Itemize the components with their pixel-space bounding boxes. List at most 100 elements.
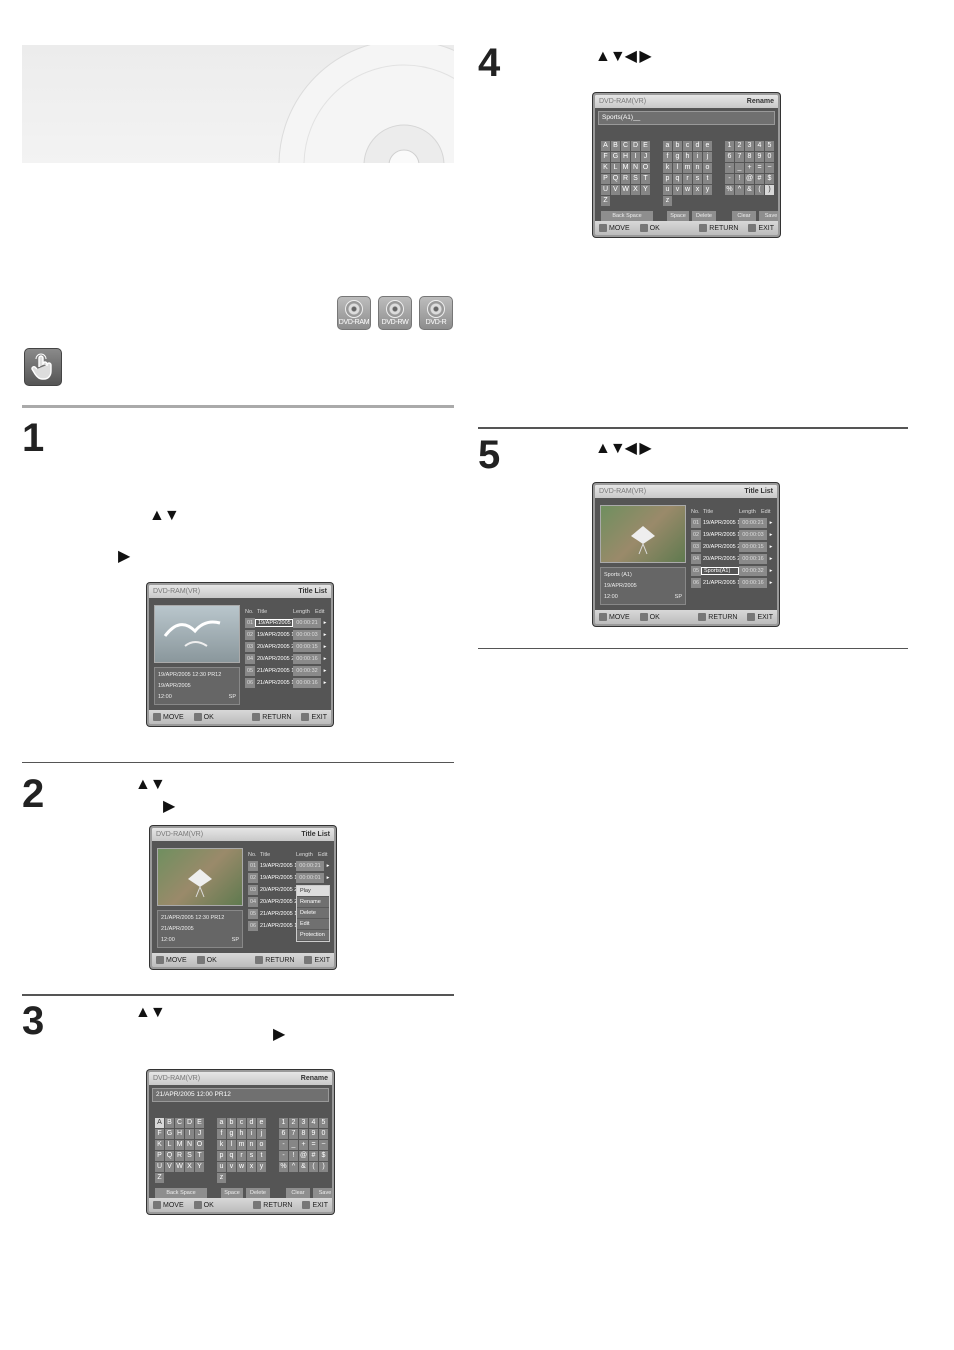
keyboard-key[interactable]: 1 [725,141,734,151]
keyboard-key[interactable]: w [237,1162,246,1172]
keyboard-key[interactable]: M [621,163,630,173]
keyboard-key[interactable]: K [155,1140,164,1150]
menu-item-rename[interactable]: Rename [297,897,329,908]
keyboard-key[interactable]: 6 [279,1129,288,1139]
keyboard-key[interactable]: v [227,1162,236,1172]
keyboard-key[interactable]: - [725,163,734,173]
keyboard-key[interactable]: r [237,1151,246,1161]
keyboard-key[interactable]: Z [155,1173,164,1183]
keyboard-key[interactable]: e [257,1118,266,1128]
keyboard-key[interactable]: O [641,163,650,173]
keyboard-key[interactable]: ) [319,1162,328,1172]
keyboard-key[interactable]: L [165,1140,174,1150]
keyboard-key[interactable]: V [611,185,620,195]
keyboard-key[interactable]: ~ [319,1140,328,1150]
keyboard-key[interactable]: I [185,1129,194,1139]
keyboard-key[interactable]: r [683,174,692,184]
keyboard-key[interactable]: h [683,152,692,162]
keyboard-key[interactable]: N [185,1140,194,1150]
keyboard-key[interactable]: X [631,185,640,195]
keyboard-key[interactable]: ( [309,1162,318,1172]
keyboard-key[interactable]: q [673,174,682,184]
keyboard-key[interactable]: n [693,163,702,173]
keyboard-key[interactable]: ! [289,1151,298,1161]
keyboard-key[interactable]: j [703,152,712,162]
keyboard-key[interactable]: p [217,1151,226,1161]
keyboard-key[interactable]: $ [319,1151,328,1161]
keyboard-key[interactable]: i [693,152,702,162]
keyboard-key[interactable]: P [601,174,610,184]
keyboard-key[interactable]: ^ [735,185,744,195]
keyboard-key[interactable]: Q [165,1151,174,1161]
menu-item-play[interactable]: Play [297,886,329,897]
keyboard-key[interactable]: t [257,1151,266,1161]
keyboard-key[interactable]: @ [745,174,754,184]
keyboard-key[interactable]: y [703,185,712,195]
keyboard-key[interactable]: i [247,1129,256,1139]
keyboard-key[interactable]: & [299,1162,308,1172]
keyboard-key[interactable]: A [601,141,610,151]
keyboard-key[interactable]: k [663,163,672,173]
keyboard-key[interactable]: B [611,141,620,151]
keyboard-key[interactable]: W [175,1162,184,1172]
keyboard-key[interactable]: s [247,1151,256,1161]
keyboard-key[interactable]: P [155,1151,164,1161]
keyboard-key[interactable]: ~ [765,163,774,173]
keyboard-key[interactable]: & [745,185,754,195]
menu-item-edit[interactable]: Edit [297,919,329,930]
keyboard-key[interactable]: 3 [299,1118,308,1128]
keyboard-key[interactable]: - [279,1140,288,1150]
keyboard-key[interactable]: 5 [319,1118,328,1128]
back-space-button[interactable]: Back Space [601,211,653,221]
keyboard-key[interactable]: - [725,174,734,184]
keyboard-key[interactable]: Y [195,1162,204,1172]
keyboard-key[interactable]: z [663,196,672,206]
keyboard-key[interactable]: = [755,163,764,173]
keyboard-key[interactable]: 1 [279,1118,288,1128]
keyboard-key[interactable]: y [257,1162,266,1172]
keyboard-key[interactable]: G [611,152,620,162]
keyboard-key[interactable]: G [165,1129,174,1139]
keyboard-key[interactable]: x [247,1162,256,1172]
keyboard-key[interactable]: X [185,1162,194,1172]
keyboard-key[interactable]: 9 [755,152,764,162]
keyboard-key[interactable]: D [631,141,640,151]
clear-button[interactable]: Clear [286,1188,310,1198]
keyboard-key[interactable]: d [247,1118,256,1128]
keyboard-key[interactable]: q [227,1151,236,1161]
keyboard-key[interactable]: u [663,185,672,195]
clear-button[interactable]: Clear [732,211,756,221]
keyboard-key[interactable]: g [673,152,682,162]
keyboard-key[interactable]: g [227,1129,236,1139]
keyboard-key[interactable]: W [621,185,630,195]
keyboard-key[interactable]: R [621,174,630,184]
keyboard-key[interactable]: J [195,1129,204,1139]
keyboard-key[interactable]: _ [735,163,744,173]
keyboard-key[interactable]: o [703,163,712,173]
keyboard-key[interactable]: 2 [735,141,744,151]
space-button[interactable]: Space [221,1188,243,1198]
keyboard-key[interactable]: M [175,1140,184,1150]
keyboard-key[interactable]: 4 [309,1118,318,1128]
keyboard-key[interactable]: o [257,1140,266,1150]
keyboard-key[interactable]: - [279,1151,288,1161]
keyboard-key[interactable]: 4 [755,141,764,151]
keyboard-key[interactable]: S [185,1151,194,1161]
keyboard-key[interactable]: 7 [735,152,744,162]
keyboard-key[interactable]: m [683,163,692,173]
keyboard-key[interactable]: 9 [309,1129,318,1139]
keyboard-key[interactable]: f [217,1129,226,1139]
keyboard-key[interactable]: H [175,1129,184,1139]
keyboard-key[interactable]: k [217,1140,226,1150]
keyboard-key[interactable]: ^ [289,1162,298,1172]
menu-item-delete[interactable]: Delete [297,908,329,919]
keyboard-key[interactable]: 5 [765,141,774,151]
keyboard-key[interactable]: h [237,1129,246,1139]
keyboard-key[interactable]: d [693,141,702,151]
keyboard-key[interactable]: e [703,141,712,151]
keyboard-key[interactable]: 0 [765,152,774,162]
